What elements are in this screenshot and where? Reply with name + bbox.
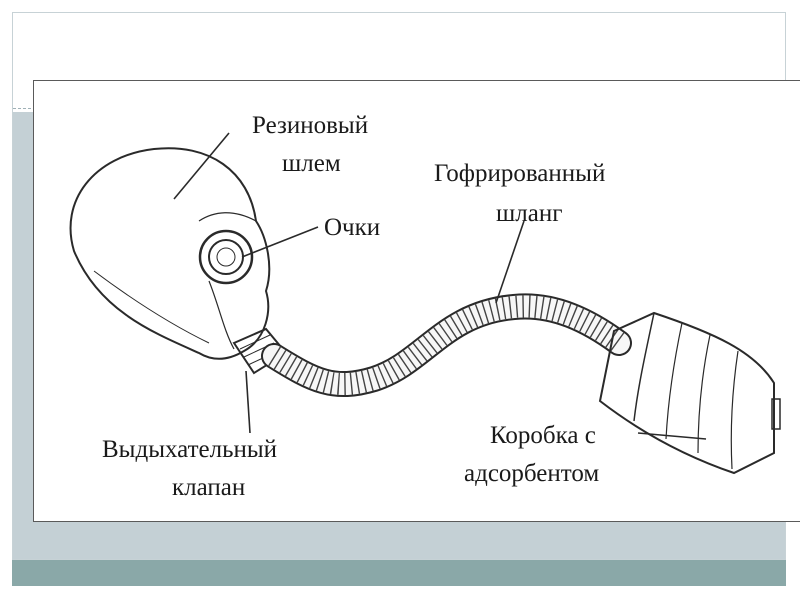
gas-mask-figure: Резиновый шлем Очки Гофрированный шланг … — [33, 80, 800, 522]
goggles-lens — [198, 229, 254, 285]
label-hose-line1: Гофрированный — [434, 160, 605, 187]
label-box-line2: адсорбентом — [464, 460, 599, 487]
label-rubber-helmet-line2: шлем — [282, 150, 341, 177]
label-box-line1: Коробка с — [490, 422, 596, 449]
adsorbent-box — [598, 311, 781, 475]
label-valve-line1: Выдыхательный — [102, 436, 277, 463]
label-hose-line2: шланг — [496, 200, 562, 227]
label-valve-line2: клапан — [172, 474, 245, 501]
gas-mask-diagram: Резиновый шлем Очки Гофрированный шланг … — [69, 112, 781, 501]
rubber-helmet — [69, 147, 271, 360]
corrugated-hose — [261, 293, 632, 398]
slide-footer-band — [12, 560, 786, 586]
label-rubber-helmet-line1: Резиновый — [252, 112, 368, 139]
leader-lines — [173, 132, 707, 440]
label-goggles: Очки — [324, 214, 380, 241]
